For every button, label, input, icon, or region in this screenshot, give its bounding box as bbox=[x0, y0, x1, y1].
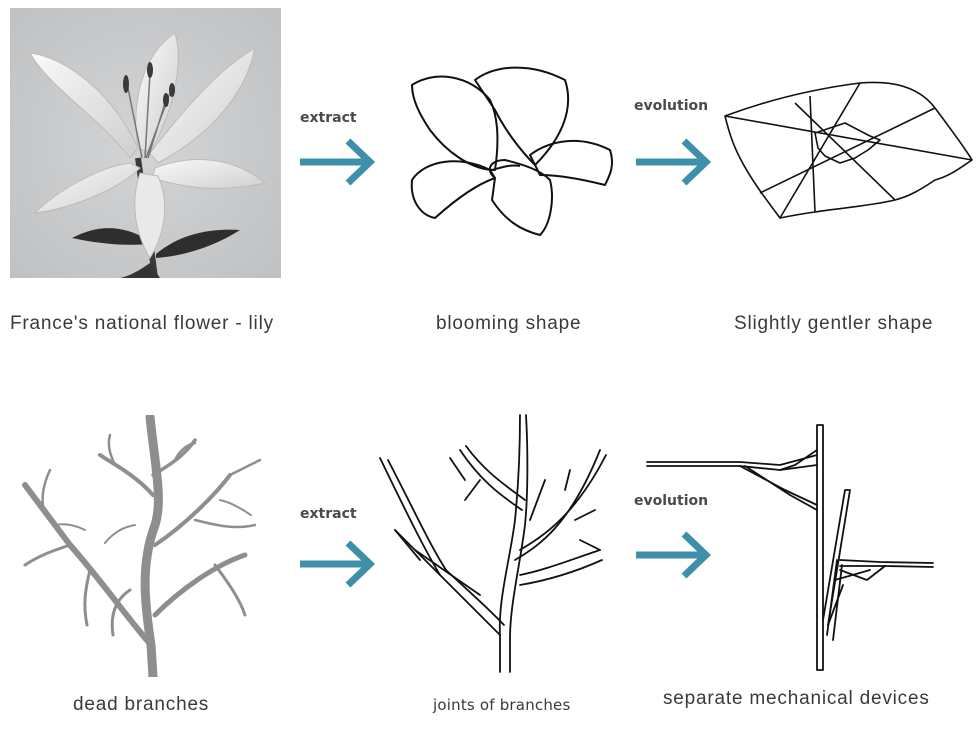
branch-joints-caption: joints of branches bbox=[433, 696, 571, 714]
evolution-label: evolution bbox=[634, 493, 709, 509]
extract-label: extract bbox=[300, 506, 357, 522]
evolution-label: evolution bbox=[634, 98, 709, 114]
arrow-right-icon bbox=[634, 530, 714, 580]
gentler-shape-caption: Slightly gentler shape bbox=[734, 313, 934, 334]
dead-branches-photo bbox=[15, 415, 275, 677]
blooming-shape-caption: blooming shape bbox=[436, 313, 582, 334]
branch-joints-outline bbox=[370, 410, 620, 675]
mechanical-devices-outline bbox=[645, 420, 940, 675]
arrow-right-icon bbox=[298, 539, 378, 589]
lily-photo bbox=[10, 8, 281, 278]
blooming-shape-outline bbox=[400, 60, 620, 240]
lily-photo-caption: France's national flower - lily bbox=[10, 313, 274, 334]
extract-label: extract bbox=[300, 110, 357, 126]
mechanical-devices-caption: separate mechanical devices bbox=[663, 688, 930, 709]
arrow-right-icon bbox=[298, 137, 378, 187]
arrow-right-icon bbox=[634, 137, 714, 187]
gentler-shape-outline bbox=[720, 78, 975, 220]
dead-branches-caption: dead branches bbox=[73, 694, 210, 715]
